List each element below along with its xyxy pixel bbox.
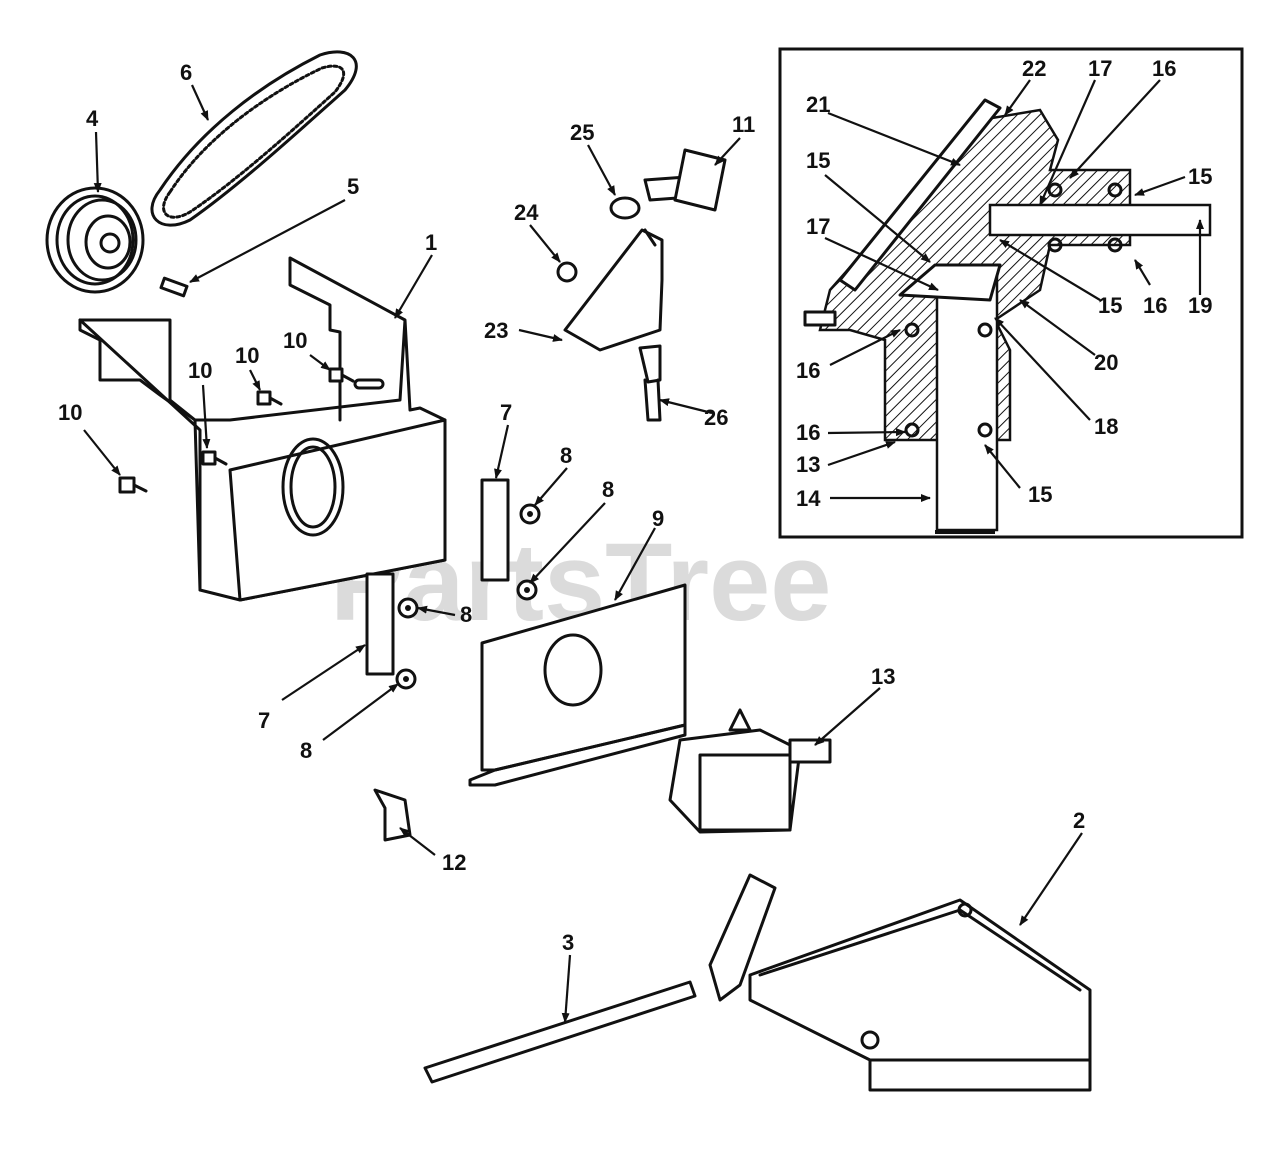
bolt-part-11 — [643, 148, 727, 212]
nut-part-24 — [556, 261, 578, 283]
callout-25: 25 — [570, 120, 594, 145]
inset-callout-19: 19 — [1188, 293, 1212, 318]
callout-26: 26 — [704, 405, 728, 430]
strap-part-7-lower — [365, 572, 395, 676]
inset-callout-14: 14 — [796, 486, 821, 511]
callout-9: 9 — [652, 506, 664, 531]
inset-callout-15-b: 15 — [806, 148, 830, 173]
callout-7-b: 7 — [258, 708, 270, 733]
callout-12: 12 — [442, 850, 466, 875]
inset-callout-17-b: 17 — [806, 214, 830, 239]
inset-callout-17-a: 17 — [1088, 56, 1112, 81]
callout-23: 23 — [484, 318, 508, 343]
callout-11: 11 — [732, 112, 755, 137]
inset-callout-13: 13 — [796, 452, 820, 477]
belt-part-6 — [150, 50, 358, 227]
inset-callout-16-d: 16 — [796, 420, 820, 445]
mounting-plate-part-9 — [468, 583, 687, 787]
inset-callout-15-a: 15 — [1188, 164, 1212, 189]
rod-part-3 — [423, 980, 697, 1084]
callout-labels: 4 6 5 1 10 10 10 10 7 8 8 8 8 7 9 12 13 … — [58, 60, 1085, 955]
callout-10-a: 10 — [58, 400, 82, 425]
callout-1: 1 — [425, 230, 437, 255]
callout-8-c: 8 — [460, 602, 472, 627]
key-part-5 — [159, 276, 189, 298]
inset-callout-16-a: 16 — [1152, 56, 1176, 81]
inset-callout-22: 22 — [1022, 56, 1046, 81]
callout-7-a: 7 — [500, 400, 512, 425]
bolts-part-10 — [118, 367, 355, 494]
spacer-part-25 — [609, 196, 641, 220]
callout-4: 4 — [86, 106, 99, 131]
inset-callout-18: 18 — [1094, 414, 1118, 439]
callout-8-d: 8 — [300, 738, 312, 763]
callout-6: 6 — [180, 60, 192, 85]
leader-lines — [83, 79, 1204, 1023]
inset-callout-15-c: 15 — [1098, 293, 1122, 318]
gearbox-part-13 — [668, 708, 832, 834]
inset-callout-20: 20 — [1094, 350, 1118, 375]
pulley-part-4 — [45, 186, 145, 294]
frame-part-2 — [708, 873, 1092, 1092]
callout-24: 24 — [514, 200, 539, 225]
callout-8-b: 8 — [602, 477, 614, 502]
nuts-part-8 — [395, 503, 541, 690]
inset-callout-16-b: 16 — [1143, 293, 1167, 318]
callout-10-c: 10 — [235, 343, 259, 368]
callout-10-b: 10 — [188, 358, 212, 383]
callout-10-d: 10 — [283, 328, 307, 353]
inset-callout-labels: 21 22 17 16 15 15 17 15 16 19 20 16 18 1… — [796, 56, 1212, 511]
callout-8-a: 8 — [560, 443, 572, 468]
main-bracket-part-1 — [78, 256, 447, 602]
inset-callout-15-d: 15 — [1028, 482, 1052, 507]
callout-5: 5 — [347, 174, 359, 199]
inset-callout-21: 21 — [806, 92, 830, 117]
inset-callout-16-c: 16 — [796, 358, 820, 383]
callout-3: 3 — [562, 930, 574, 955]
callout-13: 13 — [871, 664, 895, 689]
strap-part-7-upper — [480, 478, 510, 582]
bracket-part-23 — [563, 228, 664, 352]
callout-2: 2 — [1073, 808, 1085, 833]
eye-bolt-part-26 — [638, 344, 662, 422]
